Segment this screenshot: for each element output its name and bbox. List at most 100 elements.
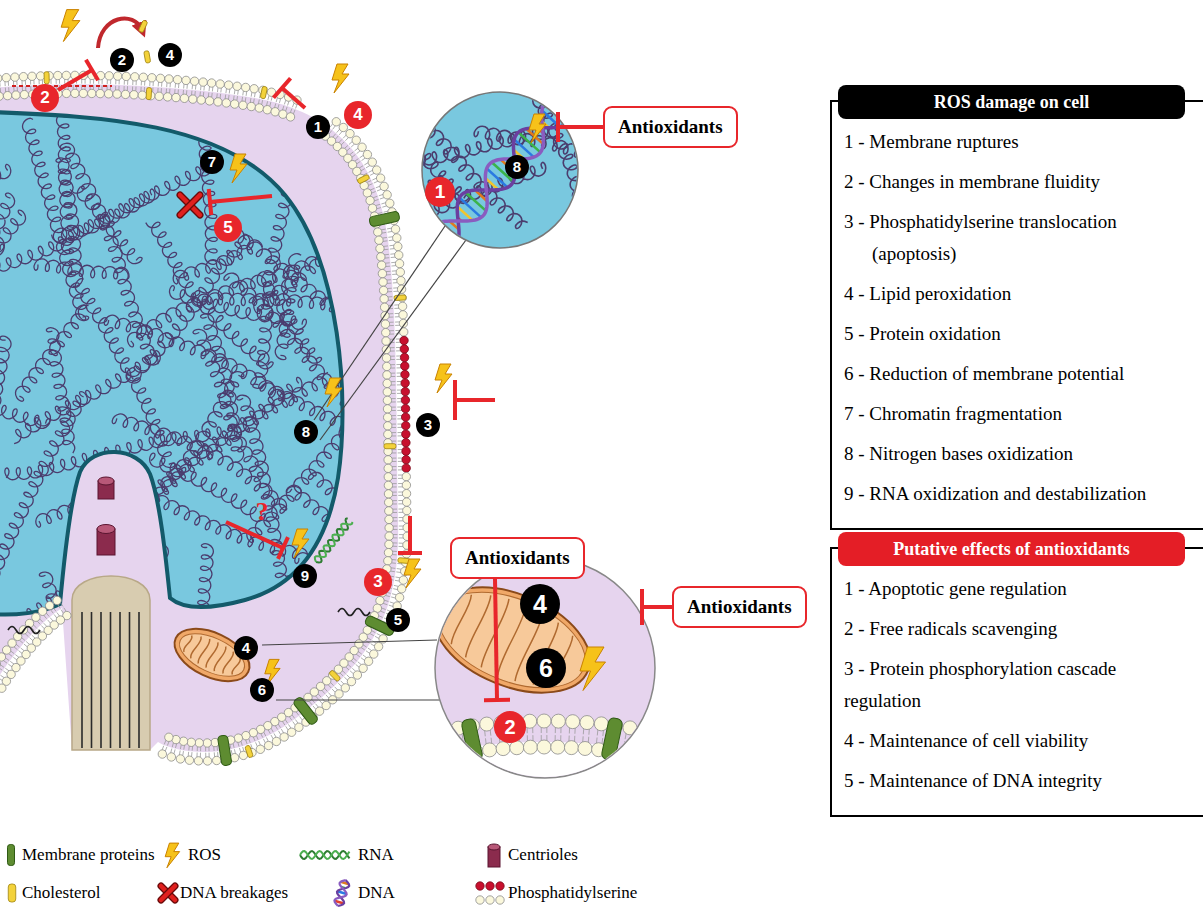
lipid-tails bbox=[275, 726, 277, 730]
lipid-heads bbox=[580, 716, 594, 730]
legend-text: DNA bbox=[358, 882, 395, 904]
legend-text: Phosphatidylserine bbox=[508, 882, 637, 904]
lipid-heads bbox=[384, 473, 392, 481]
lipid-heads bbox=[385, 507, 393, 515]
lipid-heads bbox=[537, 714, 551, 728]
legend-symbols bbox=[300, 851, 350, 859]
lipid-tails bbox=[241, 741, 242, 745]
lipid-tails bbox=[251, 744, 253, 748]
centrioles bbox=[98, 477, 114, 485]
lipid-tails bbox=[337, 129, 340, 133]
lipid-heads bbox=[385, 532, 393, 540]
lipid-tails bbox=[53, 608, 56, 612]
list-item: 3 - Protein phosphorylation cascade regu… bbox=[844, 653, 1183, 717]
lipid-tails bbox=[335, 687, 338, 690]
lipid-tails bbox=[322, 690, 325, 693]
membrane-proteins bbox=[369, 211, 400, 227]
cell-details bbox=[8, 627, 40, 634]
lipid-tails bbox=[270, 102, 271, 107]
lipid-heads bbox=[376, 174, 384, 182]
lipid-heads bbox=[176, 755, 184, 763]
lipid-heads bbox=[384, 557, 392, 565]
lipid-tails bbox=[284, 100, 285, 104]
ros-symbols bbox=[230, 154, 247, 183]
chromatin bbox=[118, 377, 302, 527]
callout-number: 4 bbox=[158, 43, 182, 67]
lipid-tails bbox=[392, 594, 397, 595]
lipid-tails bbox=[57, 612, 60, 616]
lipid-heads bbox=[402, 481, 410, 489]
dna-zoom bbox=[337, 0, 679, 305]
lipid-tails bbox=[296, 104, 298, 108]
lipid-tails bbox=[285, 719, 288, 723]
list-item: 9 - RNA oxidization and destabilization bbox=[844, 478, 1183, 510]
chromatin bbox=[282, 0, 427, 140]
lipid-tails bbox=[655, 749, 657, 755]
lipid-heads bbox=[401, 387, 409, 395]
cell-details bbox=[315, 522, 352, 562]
lipid-heads bbox=[45, 601, 53, 609]
lipid-heads bbox=[199, 78, 207, 86]
lipid-tails bbox=[370, 188, 374, 190]
question-mark: ? bbox=[252, 497, 272, 527]
ros-symbols bbox=[580, 647, 606, 691]
antioxidant-inhibitors bbox=[484, 112, 672, 700]
lipid-heads bbox=[172, 93, 180, 101]
lipid-heads bbox=[359, 664, 367, 672]
lipid-tails bbox=[350, 152, 354, 155]
lipid-tails bbox=[363, 655, 367, 658]
lipid-tails bbox=[353, 658, 357, 661]
lipid-tails bbox=[37, 621, 40, 624]
inhibitor-symbols bbox=[282, 88, 305, 108]
cell-details bbox=[8, 18, 370, 633]
lipid-heads bbox=[384, 430, 392, 438]
lipid-tails bbox=[359, 166, 363, 168]
lipid-tails bbox=[367, 181, 371, 183]
lipid-tails bbox=[358, 662, 362, 665]
lipid-heads bbox=[71, 89, 79, 97]
lipid-tails bbox=[456, 734, 457, 741]
legend-symbols bbox=[8, 843, 505, 906]
lipid-tails bbox=[288, 724, 291, 728]
lipid-tails bbox=[40, 619, 43, 622]
lipid-heads bbox=[205, 97, 213, 105]
inhibitor-symbols bbox=[278, 537, 288, 559]
lipid-tails bbox=[444, 745, 446, 752]
lipid-heads bbox=[8, 639, 16, 647]
lipid-tails bbox=[434, 739, 436, 745]
cell-details bbox=[180, 195, 200, 215]
cholesterol bbox=[44, 72, 49, 84]
nucleus bbox=[0, 0, 517, 723]
lipid-heads bbox=[382, 328, 390, 336]
chromatin bbox=[270, 0, 307, 186]
lipid-tails bbox=[361, 658, 365, 661]
cell-details bbox=[138, 20, 148, 33]
list-item: 2 - Changes in membrane fluidity bbox=[844, 166, 1183, 198]
lipid-heads bbox=[279, 110, 287, 118]
lipid-heads bbox=[403, 506, 411, 514]
lipid-tails bbox=[26, 641, 30, 644]
lipid-tails bbox=[374, 181, 378, 183]
ros-symbols bbox=[435, 364, 452, 393]
lipid-tails bbox=[25, 634, 28, 637]
lipid-heads bbox=[393, 234, 401, 242]
lipid-tails bbox=[19, 651, 23, 654]
lipid-heads bbox=[271, 108, 279, 116]
inhibitor-symbols bbox=[58, 70, 92, 90]
lipid-tails bbox=[629, 742, 630, 749]
lipid-tails bbox=[624, 741, 625, 748]
lipid-tails bbox=[246, 740, 248, 744]
lipid-tails bbox=[58, 604, 61, 608]
centrioles bbox=[97, 525, 115, 534]
lipid-heads bbox=[255, 104, 263, 112]
lipid-heads bbox=[437, 724, 451, 738]
lipid-heads bbox=[2, 646, 10, 654]
inhibitor-symbols bbox=[408, 516, 412, 553]
mitochondrion bbox=[166, 618, 257, 692]
lipid-heads bbox=[652, 727, 666, 741]
lipid-tails bbox=[271, 735, 273, 739]
leader-lines bbox=[314, 226, 445, 420]
lipid-tails bbox=[44, 615, 47, 619]
lipid-heads bbox=[402, 464, 410, 472]
lipid-heads bbox=[295, 723, 303, 731]
